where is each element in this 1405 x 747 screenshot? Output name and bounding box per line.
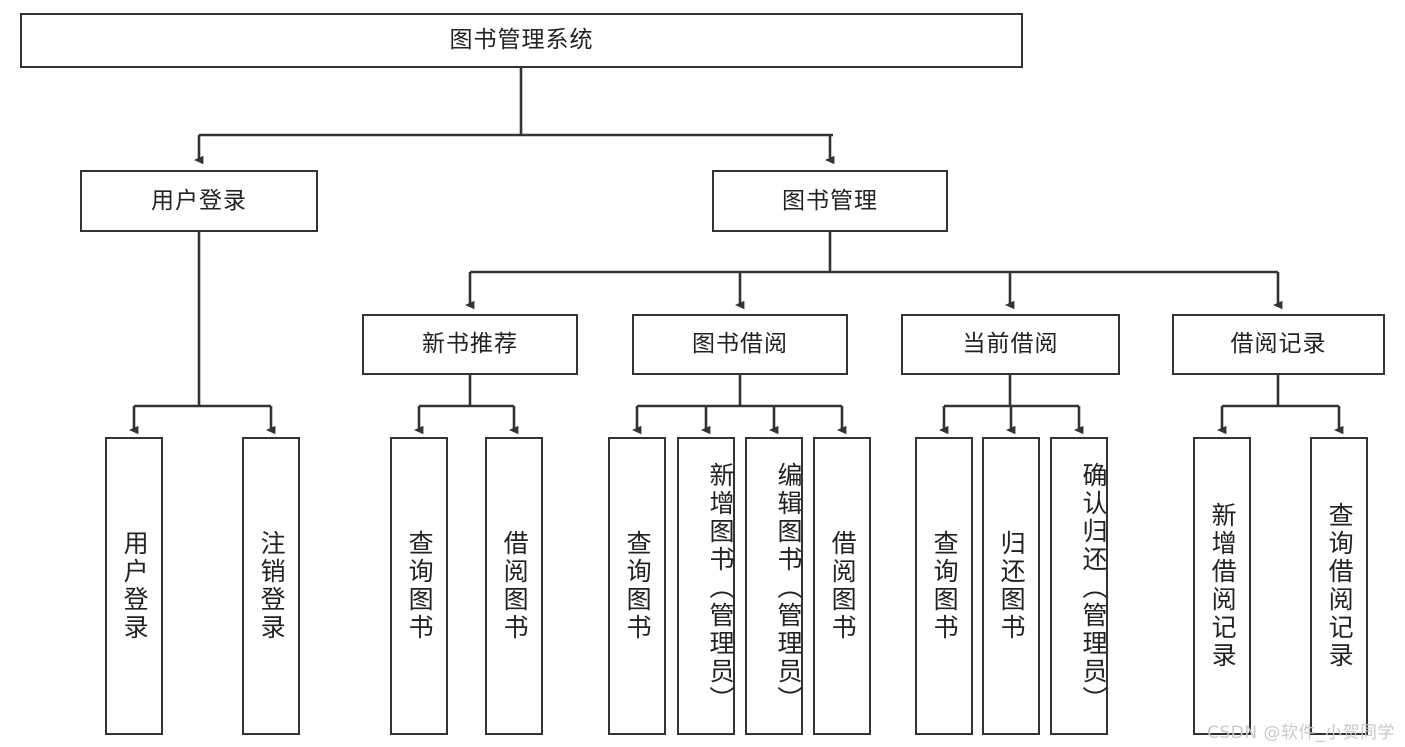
node-book-borrow[interactable]: 图书借阅 — [632, 314, 848, 375]
node-label: 用户登录 — [151, 187, 247, 214]
node-label: 查询图书 — [623, 530, 653, 642]
node-current-borrow[interactable]: 当前借阅 — [901, 314, 1120, 375]
node-leaf-query-record[interactable]: 查询借阅记录 — [1310, 437, 1368, 735]
node-label: 查询图书 — [930, 530, 960, 642]
node-label: 新增图书（管理员） — [706, 462, 735, 714]
node-label: 用户登录 — [120, 530, 150, 642]
node-leaf-add-book[interactable]: 新增图书（管理员） — [677, 437, 735, 735]
node-leaf-return-book[interactable]: 归还图书 — [982, 437, 1040, 735]
node-label: 确认归还（管理员） — [1079, 462, 1108, 714]
node-leaf-query-book-2[interactable]: 查询图书 — [608, 437, 666, 735]
node-leaf-user-login[interactable]: 用户登录 — [105, 437, 163, 735]
node-label: 注销登录 — [257, 530, 287, 642]
node-leaf-logout-login[interactable]: 注销登录 — [242, 437, 300, 735]
node-label: 图书借阅 — [692, 331, 788, 358]
node-label: 借阅记录 — [1230, 331, 1327, 358]
node-leaf-borrow-book-1[interactable]: 借阅图书 — [485, 437, 543, 735]
node-label: 编辑图书（管理员） — [774, 462, 803, 714]
node-label: 借阅图书 — [828, 530, 858, 642]
node-leaf-query-book-1[interactable]: 查询图书 — [390, 437, 448, 735]
node-leaf-add-record[interactable]: 新增借阅记录 — [1193, 437, 1251, 735]
node-label: 查询借阅记录 — [1325, 502, 1355, 670]
node-book-management-system[interactable]: 图书管理系统 — [20, 13, 1023, 68]
node-new-book-recommend[interactable]: 新书推荐 — [362, 314, 578, 375]
node-leaf-edit-book[interactable]: 编辑图书（管理员） — [745, 437, 803, 735]
node-book-manage[interactable]: 图书管理 — [712, 170, 948, 232]
node-label: 归还图书 — [997, 530, 1027, 642]
node-label: 借阅图书 — [500, 530, 530, 642]
node-leaf-query-book-3[interactable]: 查询图书 — [915, 437, 973, 735]
node-label: 新增借阅记录 — [1208, 502, 1238, 670]
node-borrow-record[interactable]: 借阅记录 — [1172, 314, 1385, 375]
node-label: 当前借阅 — [962, 331, 1059, 358]
node-label: 图书管理系统 — [449, 27, 594, 54]
node-label: 新书推荐 — [422, 331, 518, 358]
watermark-text: CSDN @软件_小贺同学 — [1207, 723, 1395, 743]
node-leaf-borrow-book-2[interactable]: 借阅图书 — [813, 437, 871, 735]
node-label: 图书管理 — [782, 187, 878, 214]
node-leaf-confirm-return[interactable]: 确认归还（管理员） — [1050, 437, 1108, 735]
node-label: 查询图书 — [405, 530, 435, 642]
node-user-login[interactable]: 用户登录 — [80, 170, 318, 232]
